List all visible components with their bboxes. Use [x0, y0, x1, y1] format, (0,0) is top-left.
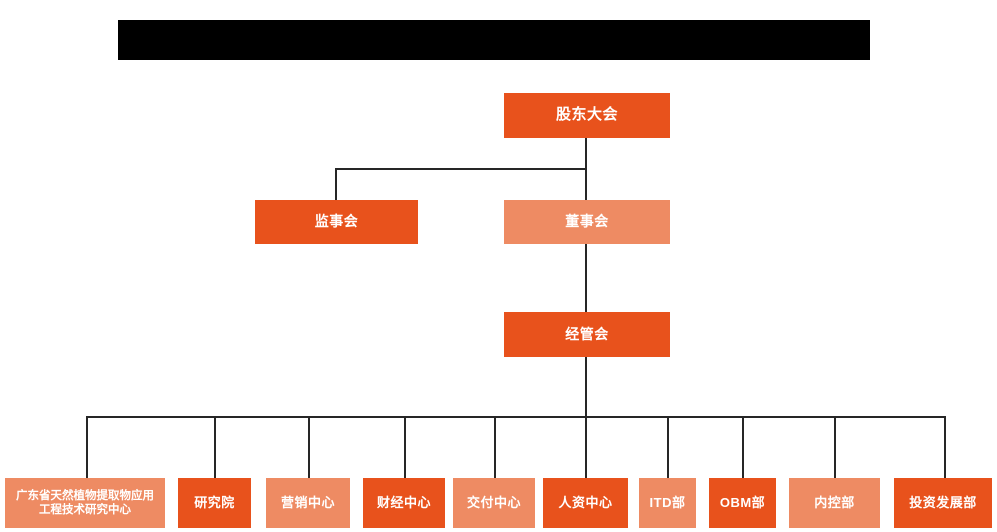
- connector-to-internal-control: [834, 416, 836, 478]
- connector-to-rnd-center: [86, 416, 88, 478]
- connector-to-marketing: [308, 416, 310, 478]
- node-institute[interactable]: 研究院: [178, 478, 251, 528]
- node-itd-department[interactable]: ITD部: [639, 478, 696, 528]
- node-board-of-supervisors[interactable]: 监事会: [255, 200, 418, 244]
- connector-departments-bus: [86, 416, 945, 418]
- connector-shareholders-down: [585, 138, 587, 169]
- node-shareholders-meeting[interactable]: 股东大会: [504, 93, 670, 138]
- connector-to-institute: [214, 416, 216, 478]
- connector-to-supervisors: [335, 168, 337, 200]
- connector-to-directors: [585, 168, 587, 200]
- node-delivery-center[interactable]: 交付中心: [453, 478, 535, 528]
- node-obm-department[interactable]: OBM部: [709, 478, 776, 528]
- connector-to-hr: [585, 416, 587, 478]
- connector-to-itd: [667, 416, 669, 478]
- node-investment-development-department[interactable]: 投资发展部: [894, 478, 992, 528]
- node-hr-center[interactable]: 人资中心: [543, 478, 628, 528]
- connector-management-down: [585, 357, 587, 417]
- connector-to-finance: [404, 416, 406, 478]
- connector-to-investment: [944, 416, 946, 478]
- node-management-committee[interactable]: 经管会: [504, 312, 670, 357]
- node-board-of-directors[interactable]: 董事会: [504, 200, 670, 244]
- node-marketing-center[interactable]: 营销中心: [266, 478, 350, 528]
- node-finance-center[interactable]: 财经中心: [363, 478, 445, 528]
- node-rnd-center[interactable]: 广东省天然植物提取物应用工程技术研究中心: [5, 478, 165, 528]
- connector-to-delivery: [494, 416, 496, 478]
- node-internal-control-department[interactable]: 内控部: [789, 478, 880, 528]
- redacted-title-bar: [118, 20, 870, 60]
- connector-to-obm: [742, 416, 744, 478]
- connector-level1-bus: [335, 168, 587, 170]
- connector-directors-to-management: [585, 244, 587, 312]
